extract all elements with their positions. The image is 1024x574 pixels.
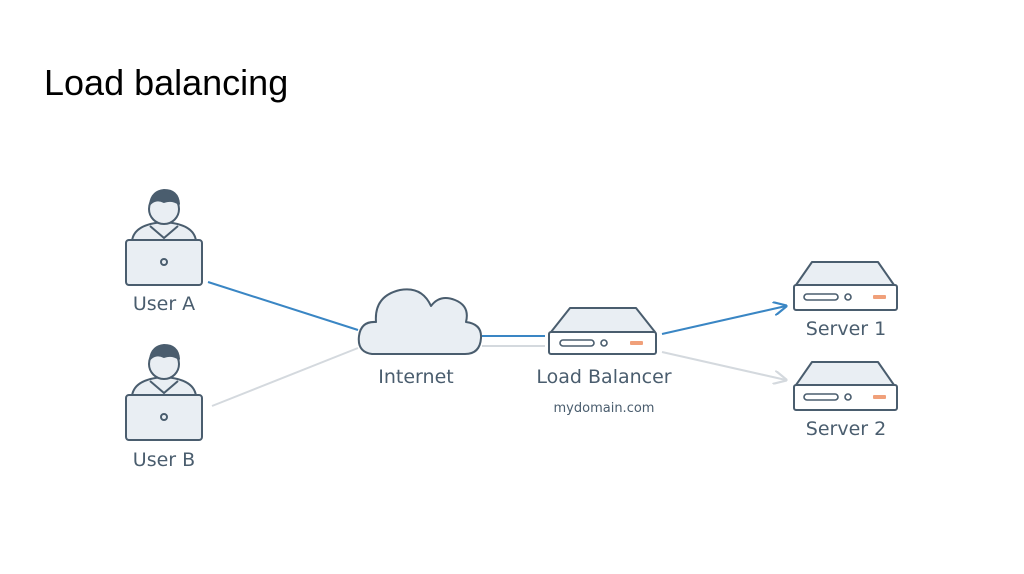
server-1-label: Server 1 xyxy=(805,318,887,340)
link-lb-server-1 xyxy=(661,306,786,335)
server-2-label: Server 2 xyxy=(805,418,887,440)
user-b-icon xyxy=(125,344,203,441)
link-user-b-internet xyxy=(211,347,359,407)
load-balancer-icon xyxy=(548,307,657,355)
server-2-icon xyxy=(793,361,898,411)
server-1-icon xyxy=(793,261,898,311)
user-b-label: User B xyxy=(132,449,196,471)
cloud-icon xyxy=(357,288,483,355)
load-balancer-domain: mydomain.com xyxy=(553,401,655,416)
link-lb-server-2 xyxy=(661,351,786,380)
user-a-icon xyxy=(125,189,203,286)
internet-label: Internet xyxy=(378,366,454,388)
slide-title: Load balancing xyxy=(44,62,289,103)
user-a-label: User A xyxy=(132,293,196,315)
link-user-a-internet xyxy=(207,281,359,331)
load-balancer-label: Load Balancer xyxy=(536,366,672,388)
